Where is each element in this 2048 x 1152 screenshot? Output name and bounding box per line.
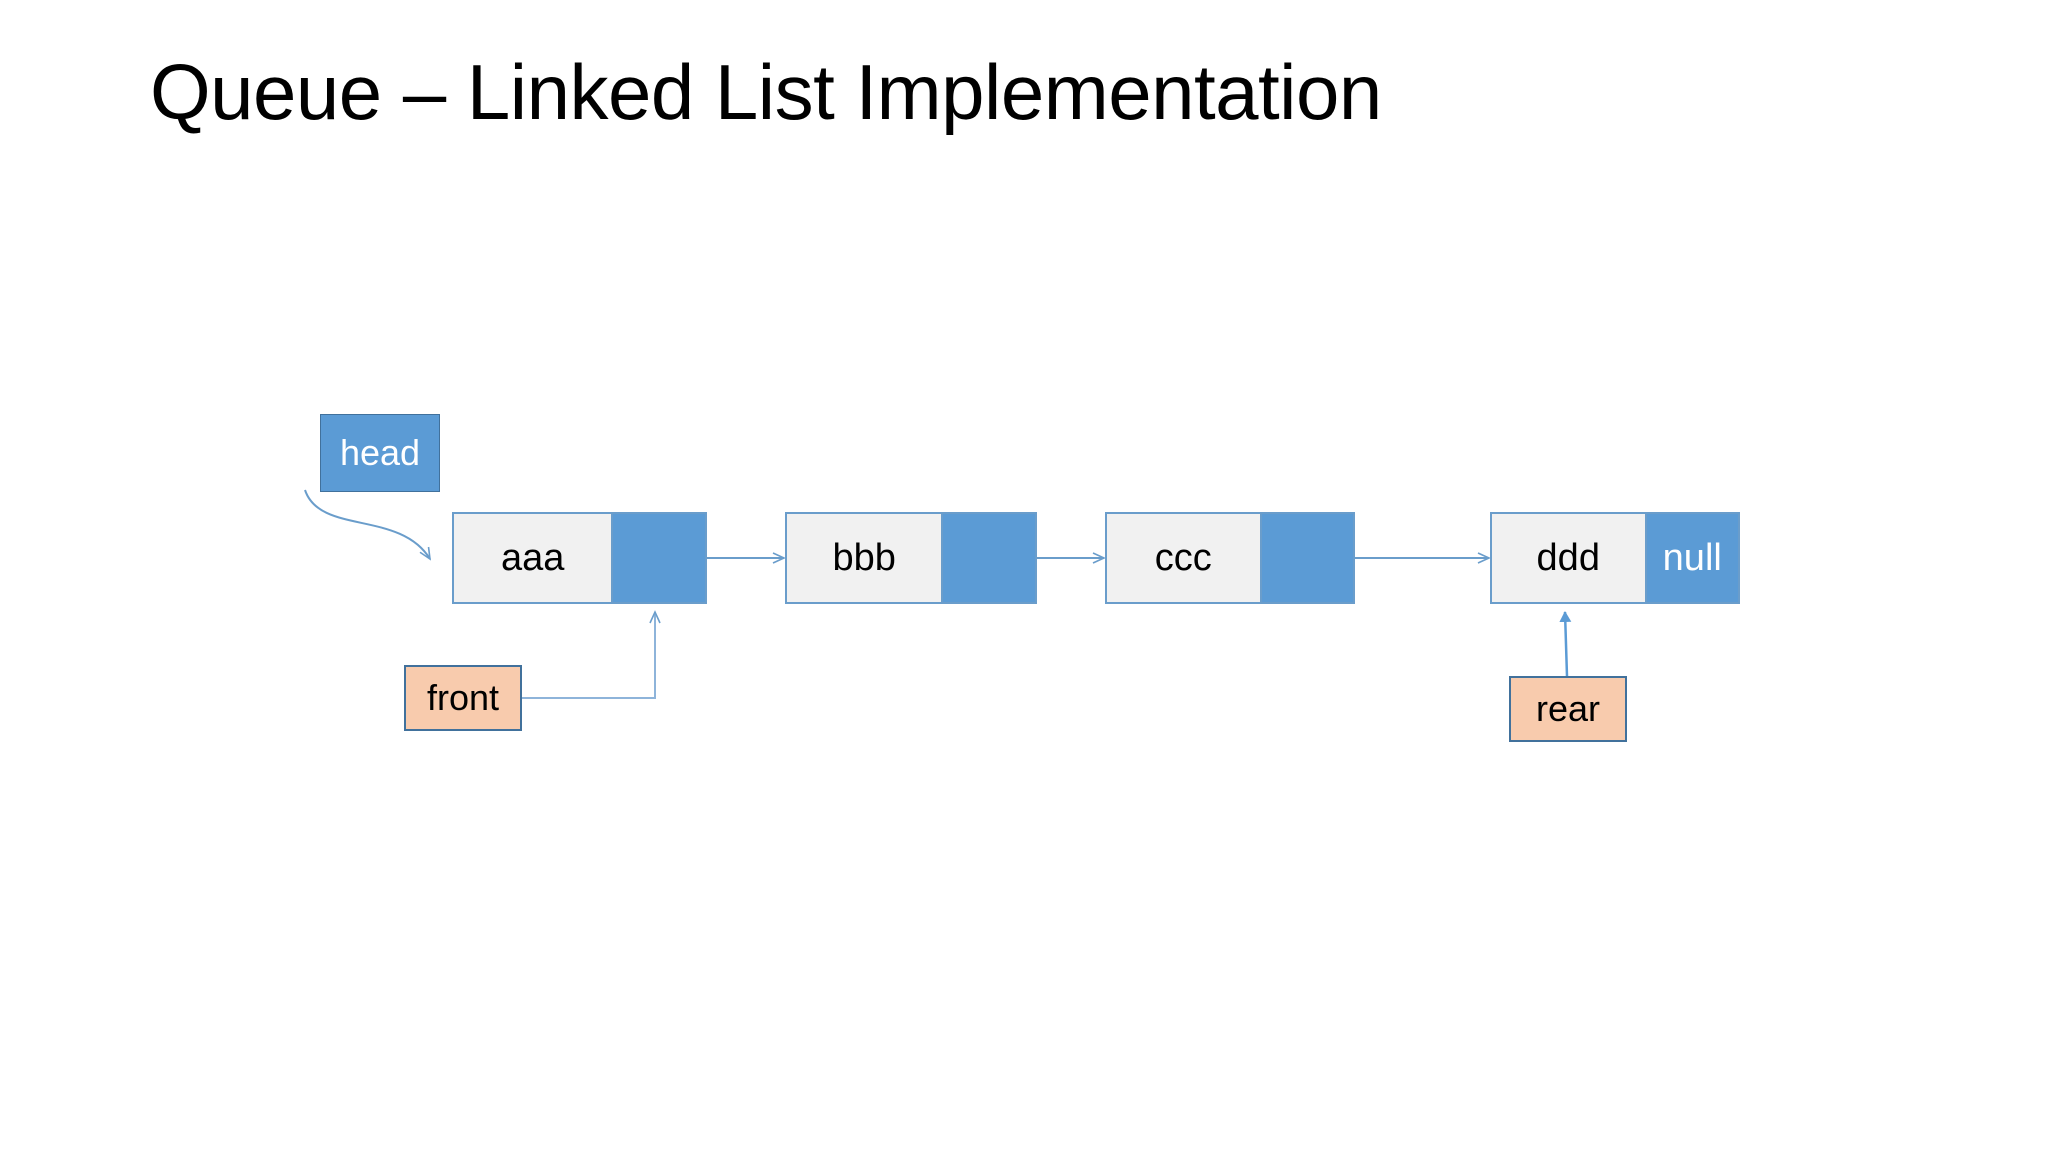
node-link-cell (1259, 514, 1353, 602)
node-link-cell-null: null (1644, 514, 1738, 602)
front-pointer-box[interactable]: front (404, 665, 522, 731)
node-data-cell: ddd (1492, 514, 1645, 602)
node-data-cell: bbb (787, 514, 942, 602)
connector-rear-to-ddd (1559, 611, 1572, 677)
page-title: Queue – Linked List Implementation (150, 48, 1382, 136)
list-node-aaa[interactable]: aaa (452, 512, 707, 604)
list-node-bbb[interactable]: bbb (785, 512, 1037, 604)
node-data-cell: ccc (1107, 514, 1260, 602)
head-pointer-label: head (339, 432, 421, 473)
rear-pointer-label: rear (1535, 688, 1601, 729)
connector-head-to-aaa (304, 489, 432, 561)
node-link-cell (611, 514, 705, 602)
head-pointer-box[interactable]: head (320, 414, 440, 492)
node-data-cell: aaa (454, 514, 612, 602)
list-node-ddd[interactable]: ddd null (1490, 512, 1740, 604)
front-pointer-label: front (426, 677, 500, 718)
rear-pointer-box[interactable]: rear (1509, 676, 1627, 742)
list-node-ccc[interactable]: ccc (1105, 512, 1355, 604)
node-link-cell (941, 514, 1035, 602)
connector-front-to-aaa (522, 610, 661, 699)
